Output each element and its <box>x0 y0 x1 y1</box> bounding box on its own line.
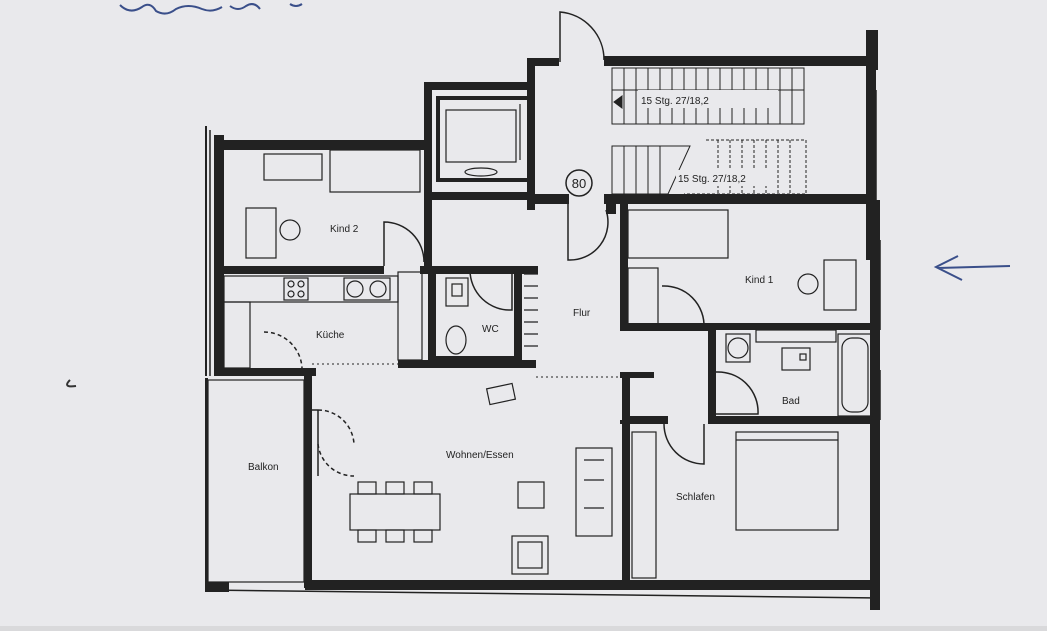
room-label-kind1: Kind 1 <box>745 275 774 286</box>
elevator-number: 80 <box>572 176 586 191</box>
stair-label-bg-2 <box>676 170 770 186</box>
room-labels: Kind 2 Küche WC Flur Kind 1 Bad Balkon W… <box>248 224 800 503</box>
stair-label-lower: 15 Stg. 27/18,2 <box>678 174 746 185</box>
room-label-kind2: Kind 2 <box>330 224 359 235</box>
room-label-balkon: Balkon <box>248 462 279 473</box>
furniture <box>207 104 873 583</box>
room-label-kueche: Küche <box>316 330 345 341</box>
stair-label-bg <box>638 90 778 108</box>
handwriting-scribble <box>119 3 303 15</box>
doors <box>263 11 759 477</box>
windows <box>204 90 881 599</box>
handwritten-arrow-icon <box>933 255 1011 281</box>
walls <box>205 30 880 610</box>
stair-label-upper: 15 Stg. 27/18,2 <box>641 96 709 107</box>
dotted-dividers <box>312 363 622 378</box>
pen-mark <box>66 379 77 388</box>
room-label-schlafen: Schlafen <box>676 492 715 503</box>
room-label-wc: WC <box>482 324 499 335</box>
elevator-circle <box>565 169 593 197</box>
room-label-wohnen: Wohnen/Essen <box>446 450 514 461</box>
stairs-lower <box>611 139 807 195</box>
room-label-bad: Bad <box>782 396 800 407</box>
room-label-flur: Flur <box>573 308 591 319</box>
